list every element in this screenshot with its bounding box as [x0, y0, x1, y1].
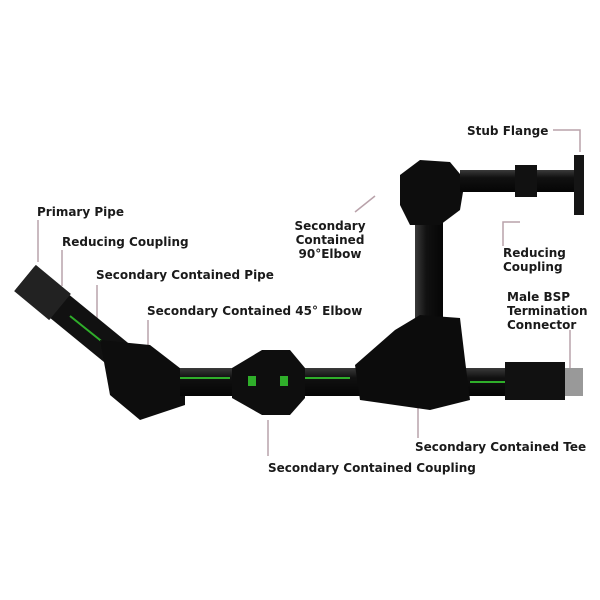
label-primary-pipe: Primary Pipe [37, 205, 124, 219]
stub-flange [574, 155, 584, 215]
reducing-coupling-right [515, 165, 537, 197]
label-secondary-contained-90-elbow: Secondary Contained 90°Elbow [280, 219, 380, 261]
label-line: Reducing [503, 246, 566, 260]
bsp-connector [565, 368, 583, 396]
90-elbow [400, 160, 465, 225]
label-stub-flange: Stub Flange [467, 124, 549, 138]
label-line: Coupling [503, 260, 563, 274]
leader-lines [37, 129, 581, 456]
label-line: Male BSP [507, 290, 571, 304]
label-secondary-contained-tee: Secondary Contained Tee [415, 440, 587, 454]
label-line: Termination [507, 304, 588, 318]
label-secondary-contained-pipe: Secondary Contained Pipe [96, 268, 274, 282]
label-line: Connector [507, 318, 577, 332]
termination-body [505, 362, 565, 400]
label-secondary-contained-coupling: Secondary Contained Coupling [268, 461, 476, 475]
label-reducing-coupling-left: Reducing Coupling [62, 235, 189, 249]
label-line: Secondary [294, 219, 366, 233]
label-line: 90°Elbow [298, 247, 362, 261]
label-secondary-contained-45-elbow: Secondary Contained 45° Elbow [147, 304, 363, 318]
tee [355, 315, 470, 410]
label-male-bsp-termination-connector: Male BSP Termination Connector [507, 290, 588, 332]
45-elbow [100, 340, 185, 420]
coupling [232, 350, 305, 415]
label-reducing-coupling-right: Reducing Coupling [503, 246, 566, 274]
label-line: Contained [295, 233, 365, 247]
